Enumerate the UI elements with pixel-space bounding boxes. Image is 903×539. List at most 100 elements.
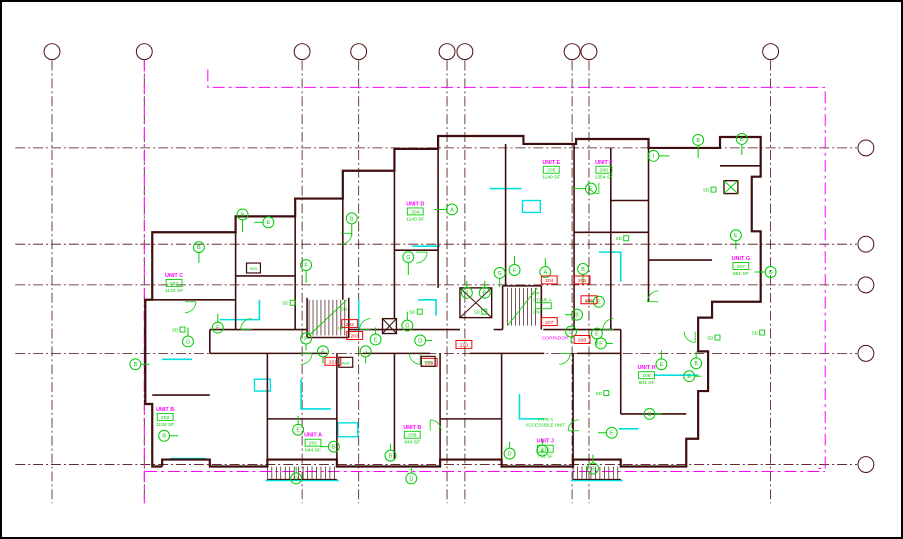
unit-area: 801 SF: [639, 380, 655, 386]
unit-name: UNIT G: [732, 256, 750, 262]
keynote-letter: B: [591, 466, 595, 472]
sd-label: SD: [596, 391, 602, 396]
unit-name: UNIT J: [537, 439, 554, 445]
door-tag-box: [540, 317, 558, 327]
keynote-letter: E: [374, 337, 378, 343]
fixture: [253, 378, 272, 392]
keynote-letter: B: [581, 267, 585, 273]
plan-text-staira: STAIR A: [533, 298, 552, 304]
keynote-letter: J: [364, 349, 367, 355]
plan-text-up: UP: [338, 326, 344, 331]
keynote-letter: B: [241, 212, 245, 218]
unit-name: UNIT C: [165, 273, 183, 279]
grid-bubble: [350, 43, 368, 61]
keynote-circle: [401, 319, 414, 332]
keynote-letter: B: [134, 362, 138, 368]
keynote-circle: [508, 264, 521, 276]
sd-label: SD: [474, 309, 480, 314]
washer-dryer-label: W/D: [250, 266, 258, 271]
window-wall: [598, 251, 622, 282]
grid-bubble: [857, 344, 875, 362]
unit-area: 844 SF: [305, 448, 321, 454]
keynote-circle: [493, 267, 506, 279]
unit-name: UNIT E: [542, 160, 560, 166]
keynote-circle: [405, 472, 418, 485]
keynote-circle: [262, 216, 275, 229]
sd-symbol: [416, 308, 423, 315]
keynote-circle: [402, 251, 415, 264]
keynote-letter: E: [660, 362, 664, 368]
door-tag-number: 201: [329, 359, 338, 365]
washer-dryer-label: W/D: [342, 360, 350, 365]
unit-area: 844 SF: [404, 440, 420, 446]
unit-number-box: [638, 371, 655, 380]
keynote-circle: [764, 266, 777, 278]
keynote-circle: [605, 426, 618, 439]
keynote-letter: F: [216, 325, 220, 331]
door-swing-arc: [683, 331, 696, 343]
window-wall: [418, 298, 437, 316]
sd-label: SD: [616, 236, 622, 241]
plan-text-corridor: CORRIDOR: [542, 335, 569, 341]
sd-label: SD: [703, 187, 709, 192]
keynote-circle: [592, 295, 605, 308]
shaft-x: [723, 180, 739, 194]
keynote-letter: E: [267, 220, 271, 226]
door-tag-box: [580, 295, 598, 305]
plan-text-dn: DN: [341, 307, 347, 312]
keynote-letter: E: [734, 233, 738, 239]
grid-bubble: [563, 43, 581, 61]
door-tag-number: 209: [425, 360, 434, 366]
keynote-letter: B: [696, 138, 700, 144]
keynote-circle: [729, 229, 742, 242]
keynote-letter: D: [294, 476, 298, 482]
elevator-shaft: [459, 287, 493, 319]
keynote-circle: [503, 447, 516, 460]
unit-area: 1140 SF: [542, 175, 560, 181]
cores: [267, 179, 739, 481]
keynote-letter: F: [599, 341, 603, 347]
keynote-letter: F: [304, 263, 308, 269]
door-swing-arc: [301, 353, 313, 365]
sd-symbol: [759, 329, 766, 336]
unit-name: UNIT F: [595, 160, 613, 166]
keynote-circle: [129, 358, 142, 371]
door-tag-number: 208: [578, 338, 587, 344]
keynote-circle: [446, 203, 458, 216]
door-tag-number: 203: [351, 334, 360, 340]
keynote-circle: [384, 449, 397, 462]
sd-label: SD: [707, 335, 713, 340]
stair-a-treads-arrow: [507, 287, 538, 326]
unit-number-box: [406, 207, 424, 216]
door-tag-box: [455, 339, 473, 349]
grid-bubble: [857, 456, 875, 473]
washer-dryer-label: W/D: [424, 359, 432, 364]
door-tag-number: 205: [578, 278, 587, 284]
door-tag-box: [573, 275, 591, 285]
sd-symbol: [710, 186, 717, 193]
door-swing-arc: [430, 419, 442, 431]
unit-name: UNIT H: [637, 365, 655, 371]
keynote-letter: D: [418, 338, 422, 344]
grid-bubble: [43, 43, 61, 61]
grid-bubble: [580, 43, 598, 61]
keynote-circle: [182, 335, 194, 348]
door-swing-arc: [567, 419, 580, 431]
keynote-letter: E: [687, 374, 691, 380]
unit-number: 201: [309, 441, 318, 447]
unit-number-box: [542, 165, 560, 174]
building-perimeter: [144, 134, 762, 468]
unit-pre-label: TYPE A: [538, 417, 554, 422]
grid-bubble: [857, 276, 875, 294]
grid-bubble: [456, 43, 474, 61]
keynote-circle: [300, 259, 313, 271]
laundry-units: W/D W/D W/D: [245, 262, 436, 368]
keynote-circle: [158, 429, 171, 442]
